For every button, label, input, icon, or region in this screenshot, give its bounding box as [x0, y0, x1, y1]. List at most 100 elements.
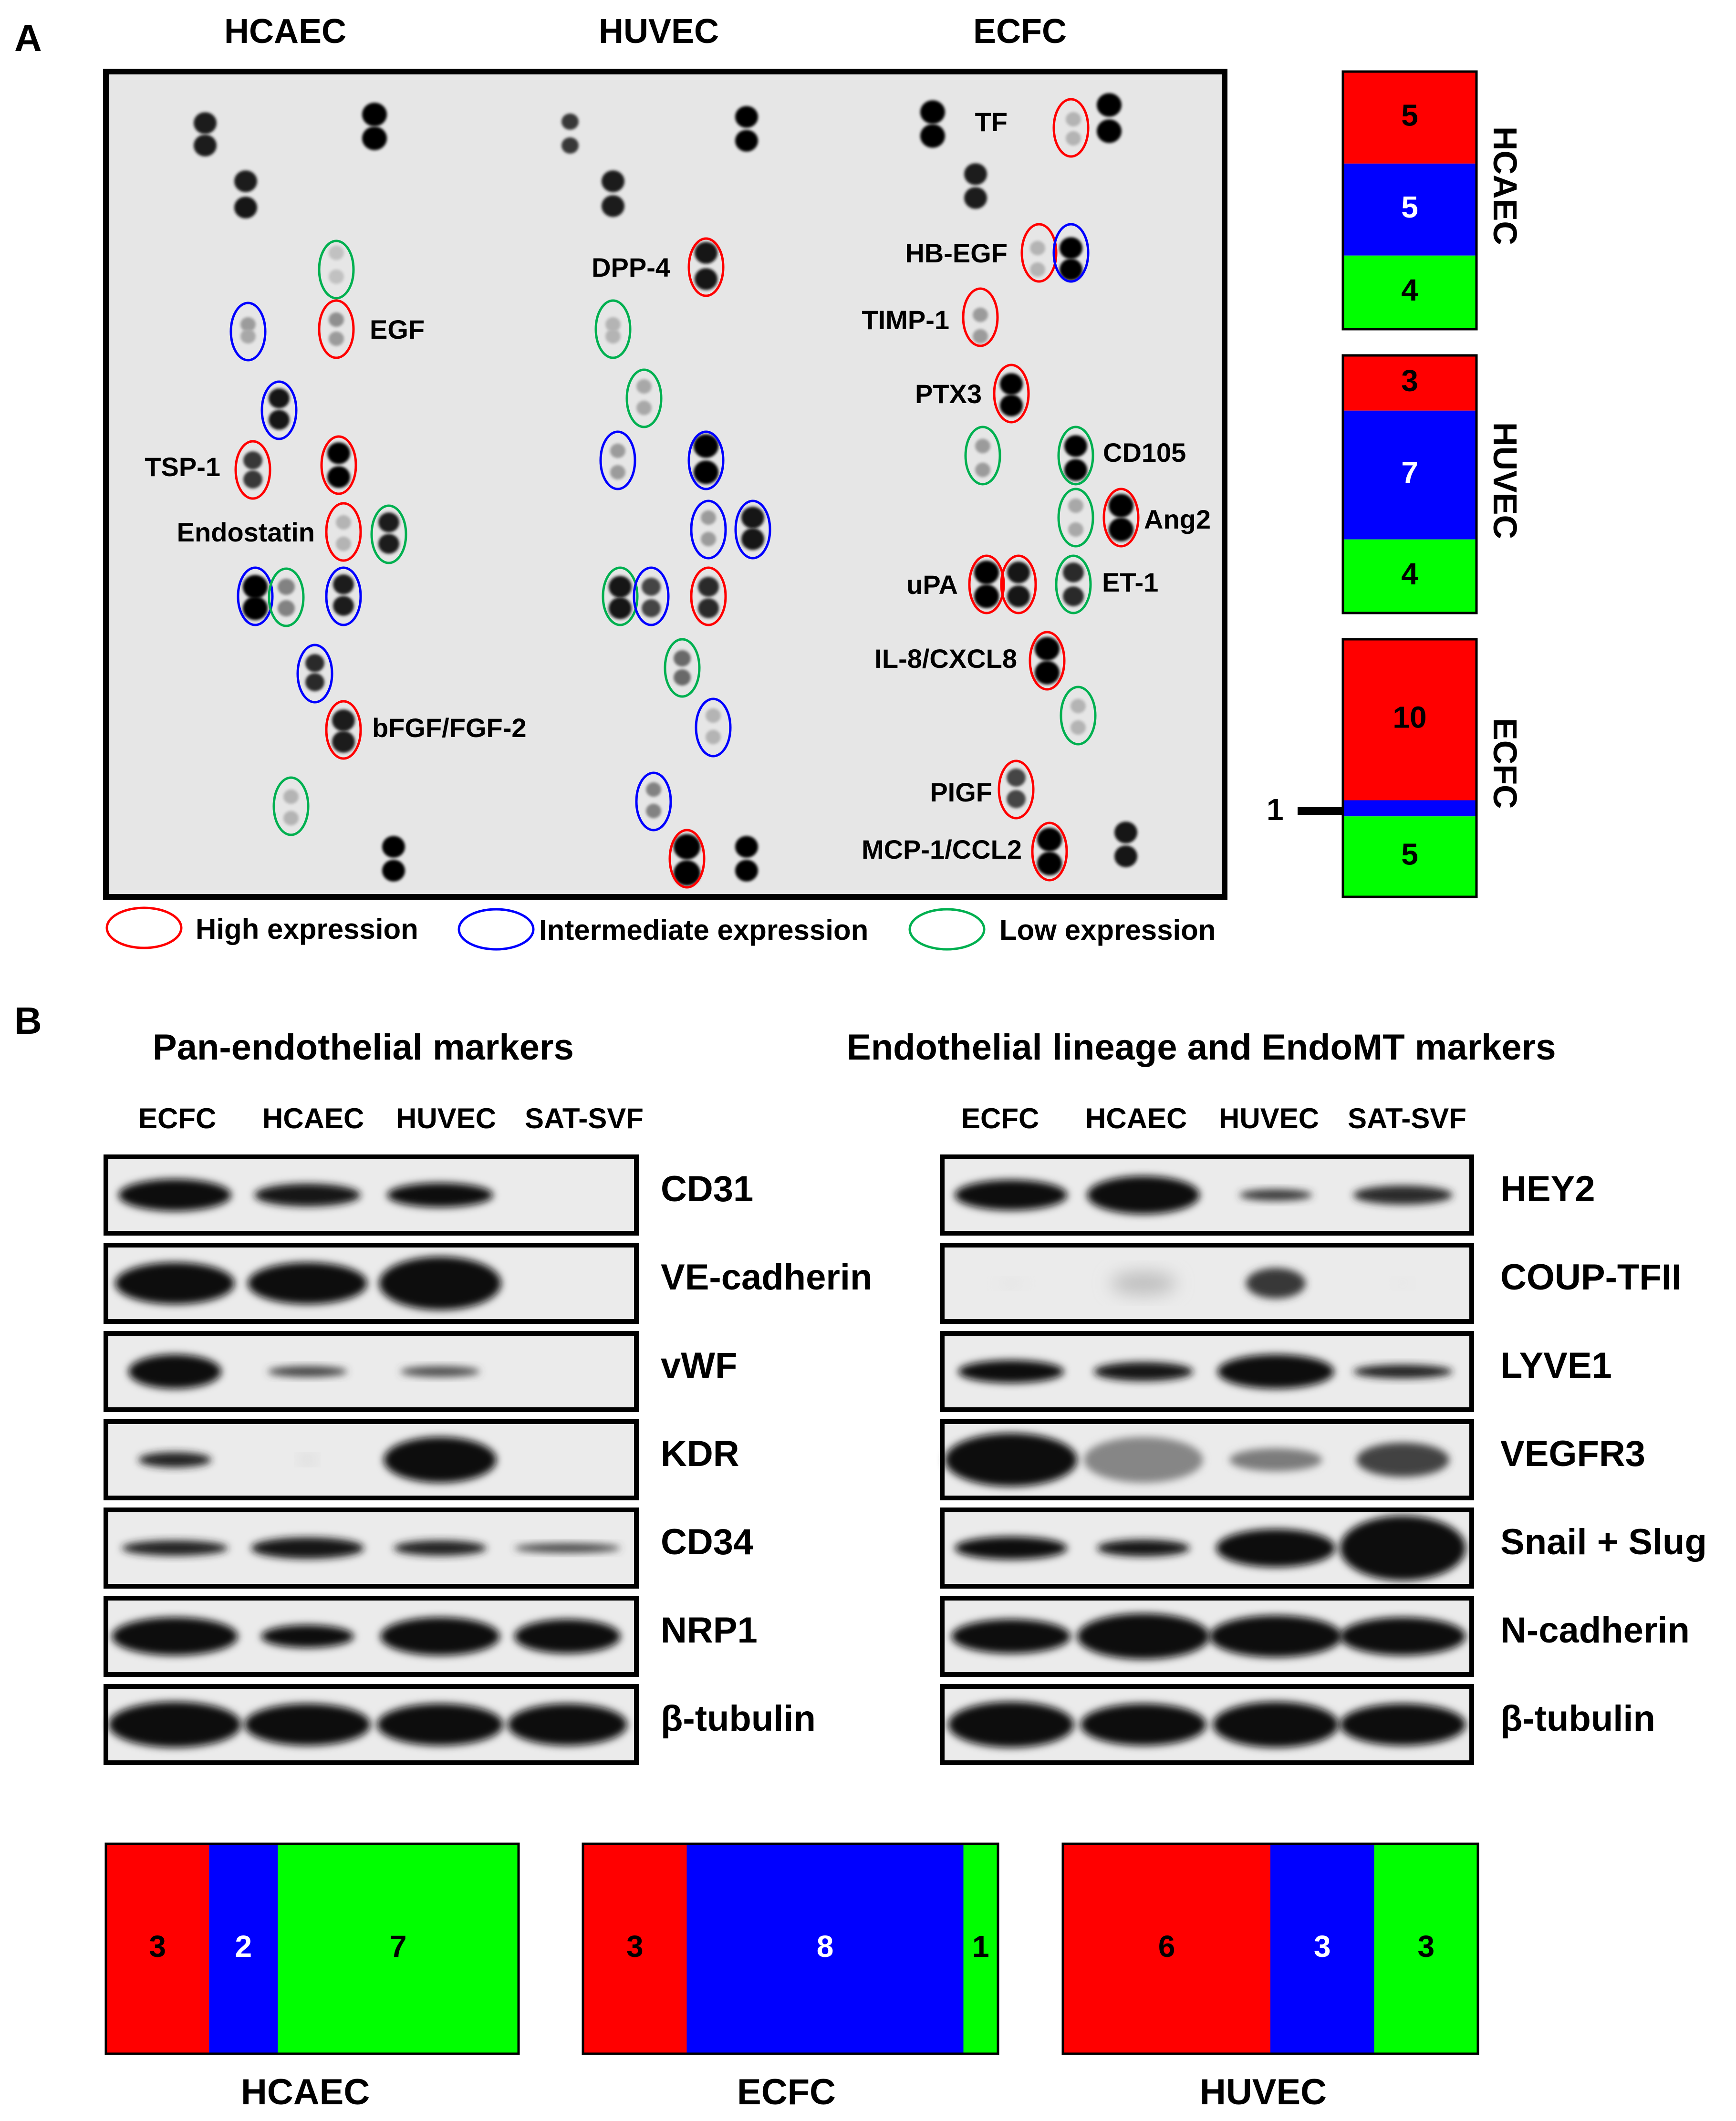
left-blot-strip [104, 1331, 639, 1412]
stack-label-huvec: HUVEC [1487, 422, 1524, 540]
array-spot [243, 575, 268, 599]
expression-circle-low [370, 504, 407, 564]
blot-band [1097, 1539, 1190, 1557]
array-spot [1109, 494, 1133, 518]
array-spot [735, 130, 758, 152]
blot-band [118, 1179, 231, 1211]
expression-circle-low [1057, 426, 1094, 486]
array-spot [332, 731, 355, 753]
stack-segment [1343, 255, 1476, 329]
array-spot [636, 400, 652, 416]
blot-band [248, 1262, 367, 1304]
blot-band [115, 1262, 235, 1304]
blot-band [261, 1625, 354, 1648]
blot-band [1087, 1176, 1200, 1214]
blot-band [254, 1184, 361, 1206]
composition-segment [583, 1844, 687, 2054]
expression-circle-intermediate [633, 566, 670, 626]
expression-circle-intermediate [1052, 223, 1090, 283]
array-spot [333, 574, 354, 594]
array-spot [1068, 498, 1083, 513]
composition-segment [1374, 1844, 1478, 2054]
expression-circle-high [998, 759, 1035, 820]
array-membrane [103, 69, 1227, 900]
array-label-upa: uPA [906, 570, 958, 600]
array-spot [234, 197, 257, 218]
composition-segment [963, 1844, 998, 2054]
left-lane-hcaec: HCAEC [262, 1102, 364, 1134]
array-label-ang2: Ang2 [1144, 504, 1211, 534]
expression-circle-high [1102, 488, 1140, 548]
array-spot [1000, 373, 1023, 395]
array-spot [701, 531, 716, 547]
array-spot [194, 112, 217, 134]
array-spot [964, 163, 987, 185]
array-spot [240, 329, 256, 344]
stack-segment-label: 5 [1401, 190, 1418, 224]
blot-band [514, 1619, 621, 1653]
blot-band [945, 1433, 1078, 1487]
array-spot [646, 782, 661, 797]
expression-circle-low [318, 239, 355, 300]
blot-band [1080, 1704, 1206, 1746]
blot-band [955, 1537, 1068, 1560]
array-spot [694, 434, 718, 458]
array-spot [243, 451, 262, 469]
array-spot [1109, 518, 1133, 541]
array-spot [305, 654, 324, 672]
right-blot-label: COUP-TFII [1500, 1257, 1682, 1298]
composition-segment-label: 8 [817, 1929, 834, 1964]
expression-circle-high [320, 435, 357, 495]
composition-segment [106, 1844, 209, 2054]
stack-segment [1343, 163, 1476, 256]
array-spot [698, 577, 719, 597]
array-spot [1007, 561, 1030, 583]
stack-label-ecfc: ECFC [1487, 718, 1524, 809]
array-spot [920, 100, 945, 124]
composition-segment-label: 3 [1417, 1929, 1435, 1964]
blot-band [1353, 1185, 1453, 1205]
ecfc-side-tick [1298, 807, 1343, 815]
array-spot [1000, 395, 1023, 416]
composition-bar-outline [1061, 1842, 1479, 2055]
blot-band [244, 1704, 371, 1746]
array-label-endostatin: Endostatin [177, 517, 315, 547]
expression-circle-high [968, 554, 1005, 614]
array-spot [1007, 790, 1026, 808]
array-spot [327, 466, 350, 488]
blot-band [1353, 1364, 1453, 1379]
left-blot-label: β-tubulin [661, 1698, 816, 1739]
array-spot [332, 709, 355, 731]
array-spots [194, 93, 1137, 886]
right-blot-label: HEY2 [1500, 1169, 1595, 1209]
blot-band [128, 1354, 221, 1389]
array-spot [1114, 821, 1137, 843]
composition-segment-label: 3 [626, 1929, 644, 1964]
blot-band [1110, 1272, 1177, 1295]
expression-circle-high [234, 440, 271, 500]
array-label-dpp-4: DPP-4 [592, 252, 670, 282]
left-blot-title: Pan-endothelial markers [153, 1027, 574, 1068]
array-spot [735, 860, 758, 882]
composition-segment [1063, 1844, 1270, 2054]
array-spot [382, 836, 405, 858]
array-spot [1007, 585, 1030, 607]
array-spot [329, 245, 344, 260]
array-spot [378, 534, 399, 554]
array-spot [1068, 522, 1083, 537]
array-circles [229, 98, 1140, 889]
right-lane-hcaec: HCAEC [1085, 1102, 1187, 1134]
expression-circle-high [325, 700, 362, 760]
expression-circle-intermediate [695, 697, 732, 758]
expression-circle-intermediate [599, 430, 636, 490]
composition-segment-label: 3 [1314, 1929, 1331, 1964]
array-spot [336, 515, 351, 530]
expression-circle-intermediate [734, 499, 771, 560]
array-spot [1064, 435, 1087, 457]
blot-band [122, 1540, 228, 1556]
column-header-hcaec: HCAEC [224, 12, 347, 51]
stack-segment [1343, 72, 1476, 164]
blot-band [251, 1537, 364, 1559]
legend-low-marker [908, 908, 986, 951]
